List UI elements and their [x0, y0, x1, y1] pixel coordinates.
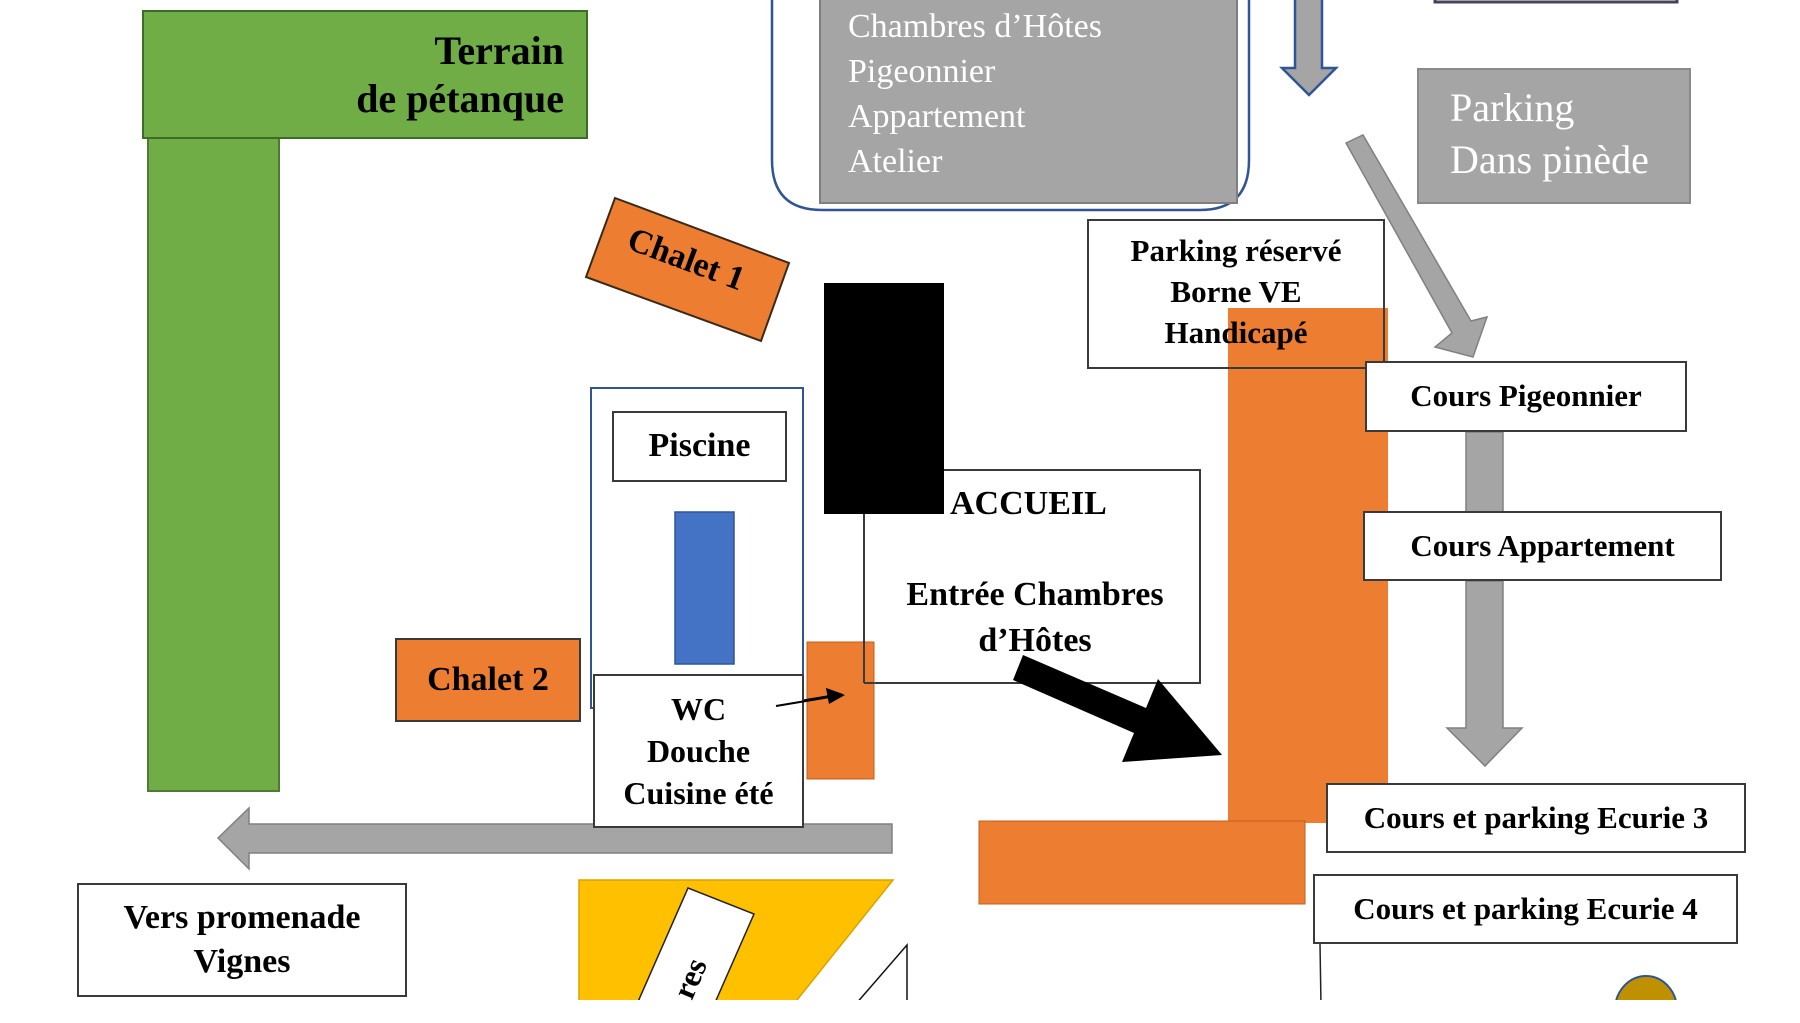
map-shapes [147, 0, 1691, 1000]
parking-pinede-text: Parking Dans pinède [1450, 82, 1649, 186]
down-arrow-top-icon [1278, 0, 1340, 97]
wc-box: WC Douche Cuisine été [593, 674, 804, 828]
vertical-arrow-shaft [1465, 431, 1504, 513]
top-right-box [1433, 0, 1679, 4]
building-pigeonnier: Pigeonnier [848, 53, 996, 90]
parking-reserve-frame [1087, 219, 1385, 369]
buildings-box [819, 0, 1238, 204]
cours-pigeonnier-box: Cours Pigeonnier [1365, 361, 1687, 432]
buildings-outline [770, 0, 1251, 212]
gold-marker [1615, 975, 1677, 1000]
white-triangle [858, 942, 908, 1000]
small-orange-building [806, 641, 875, 780]
ecurie4-edge [1319, 943, 1322, 1000]
chalet2-label: Chalet 2 [427, 660, 549, 698]
wc-line-3: Cuisine été [623, 775, 774, 811]
piscine-label-box: Piscine [612, 411, 787, 482]
cours-appartement-box: Cours Appartement [1363, 511, 1722, 581]
buildings-list: Chambres d’Hôtes Pigeonnier Appartement … [848, 4, 1102, 184]
left-arrow-icon [216, 806, 893, 871]
accueil-line-1: Entrée Chambres [906, 576, 1164, 613]
pool-water [674, 511, 735, 665]
tall-orange-building [1228, 308, 1388, 823]
parking-pinede-box [1417, 68, 1691, 204]
promenade-line-1: Vers promenade [123, 899, 361, 936]
petanque-box: Terrain de pétanque [142, 10, 588, 139]
parking-reserve-line-3: Handicapé [1164, 315, 1308, 350]
black-building-overlap [824, 283, 944, 514]
chalet1-shape [584, 196, 791, 343]
piscine-label: Piscine [648, 427, 751, 465]
wc-line-2: Douche [646, 733, 751, 769]
black-arrow-icon [1013, 655, 1222, 762]
petanque-line-2: de pétanque [356, 75, 564, 121]
parking-reserve-text: Parking réservé Borne VE Handicapé [1088, 230, 1384, 353]
diagonal-arrow-icon [1344, 134, 1489, 358]
accueil-subtitle: Entrée Chambres d’Hôtes [880, 572, 1190, 664]
wc-line-1: WC [670, 691, 727, 727]
building-chambres: Chambres d’Hôtes [848, 8, 1103, 45]
down-arrow-right-icon [1445, 580, 1524, 768]
accueil-line-2: d’Hôtes [978, 622, 1092, 659]
parking-pinede-line-2: Dans pinède [1450, 137, 1649, 182]
promenade-line-2: Vignes [193, 943, 291, 980]
parking-pinede-line-1: Parking [1450, 85, 1575, 130]
cours-appartement-label: Cours Appartement [1410, 527, 1675, 563]
building-atelier: Atelier [848, 143, 943, 180]
promenade-box: Vers promenade Vignes [77, 883, 407, 997]
parking-reserve-line-2: Borne VE [1170, 274, 1302, 309]
cours-ecurie4-box: Cours et parking Ecurie 4 [1313, 874, 1738, 944]
petanque-vertical [147, 137, 280, 792]
cours-ecurie4-label: Cours et parking Ecurie 4 [1353, 890, 1698, 926]
petanque-line-1: Terrain [434, 27, 564, 73]
parking-reserve-line-1: Parking réservé [1130, 233, 1342, 268]
chalet2-box: Chalet 2 [395, 638, 581, 722]
building-appartement: Appartement [848, 98, 1026, 135]
rotated-label-shape [637, 887, 756, 1000]
cours-ecurie3-label: Cours et parking Ecurie 3 [1363, 799, 1709, 835]
cours-ecurie3-box: Cours et parking Ecurie 3 [1326, 783, 1746, 853]
accueil-title: ACCUEIL [950, 485, 1107, 522]
wide-orange-building [978, 820, 1306, 905]
cours-pigeonnier-label: Cours Pigeonnier [1410, 378, 1642, 414]
